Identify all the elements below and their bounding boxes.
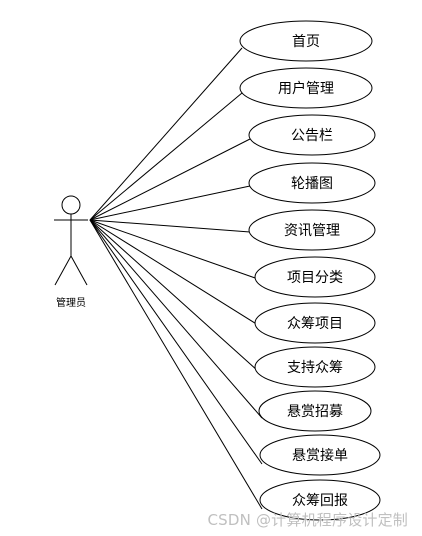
association-line-news-management <box>89 219 251 233</box>
association-line-project-category <box>89 219 259 280</box>
association-line-bounty-recruit <box>89 219 263 419</box>
use-case-label: 项目分类 <box>287 270 343 286</box>
actor-right-leg <box>70 255 88 286</box>
use-case-bounty-accept: 悬赏接单 <box>259 434 381 476</box>
association-line-home <box>89 47 243 221</box>
actor-left-leg <box>54 255 72 286</box>
use-case-label: 悬赏接单 <box>292 447 348 464</box>
use-case-carousel: 轮播图 <box>248 162 376 204</box>
use-case-ellipse <box>254 302 376 344</box>
association-line-bounty-accept <box>89 219 263 465</box>
association-line-crowdfunding-reward <box>89 219 263 510</box>
use-case-crowdfunding-project: 众筹项目 <box>254 302 376 344</box>
association-line-crowdfunding-project <box>89 219 259 326</box>
use-case-label: 悬赏招募 <box>287 404 343 420</box>
use-case-label: 轮播图 <box>291 176 333 192</box>
actor-admin <box>54 195 88 286</box>
use-case-ellipse <box>248 114 376 156</box>
use-case-label: 众筹项目 <box>287 315 343 332</box>
use-case-bounty-recruit: 悬赏招募 <box>258 390 372 432</box>
use-case-home: 首页 <box>239 20 373 62</box>
use-case-ellipse <box>258 390 372 432</box>
use-case-support-crowdfunding: 支持众筹 <box>254 346 376 388</box>
use-case-user-management: 用户管理 <box>239 67 373 109</box>
use-case-crowdfunding-reward: 众筹回报 <box>259 479 381 521</box>
use-case-label: 首页 <box>292 34 320 50</box>
use-case-ellipse <box>259 434 381 476</box>
watermark-text: CSDN @计算机程序设计定制 <box>207 511 408 529</box>
use-case-label: 资讯管理 <box>284 223 340 239</box>
association-line-carousel <box>89 185 251 221</box>
use-case-news-management: 资讯管理 <box>248 209 376 251</box>
use-case-ellipse <box>248 162 376 204</box>
use-case-ellipse <box>248 209 376 251</box>
use-case-label: 用户管理 <box>278 80 334 97</box>
actor-head <box>61 195 81 215</box>
association-line-notice-board <box>89 138 251 221</box>
use-case-label: 支持众筹 <box>287 359 343 376</box>
use-case-ellipse <box>259 479 381 521</box>
use-case-ellipse <box>239 20 373 62</box>
association-lines <box>89 47 263 510</box>
actor-label: 管理员 <box>56 296 86 309</box>
association-line-user-management <box>89 92 243 221</box>
use-case-ellipse <box>239 67 373 109</box>
association-line-support-crowdfunding <box>89 219 259 372</box>
use-case-project-category: 项目分类 <box>254 256 376 298</box>
use-case-ellipse <box>254 346 376 388</box>
use-case-ellipse <box>254 256 376 298</box>
use-case-label: 众筹回报 <box>292 492 348 509</box>
use-case-label: 公告栏 <box>291 128 333 144</box>
use-case-notice-board: 公告栏 <box>248 114 376 156</box>
